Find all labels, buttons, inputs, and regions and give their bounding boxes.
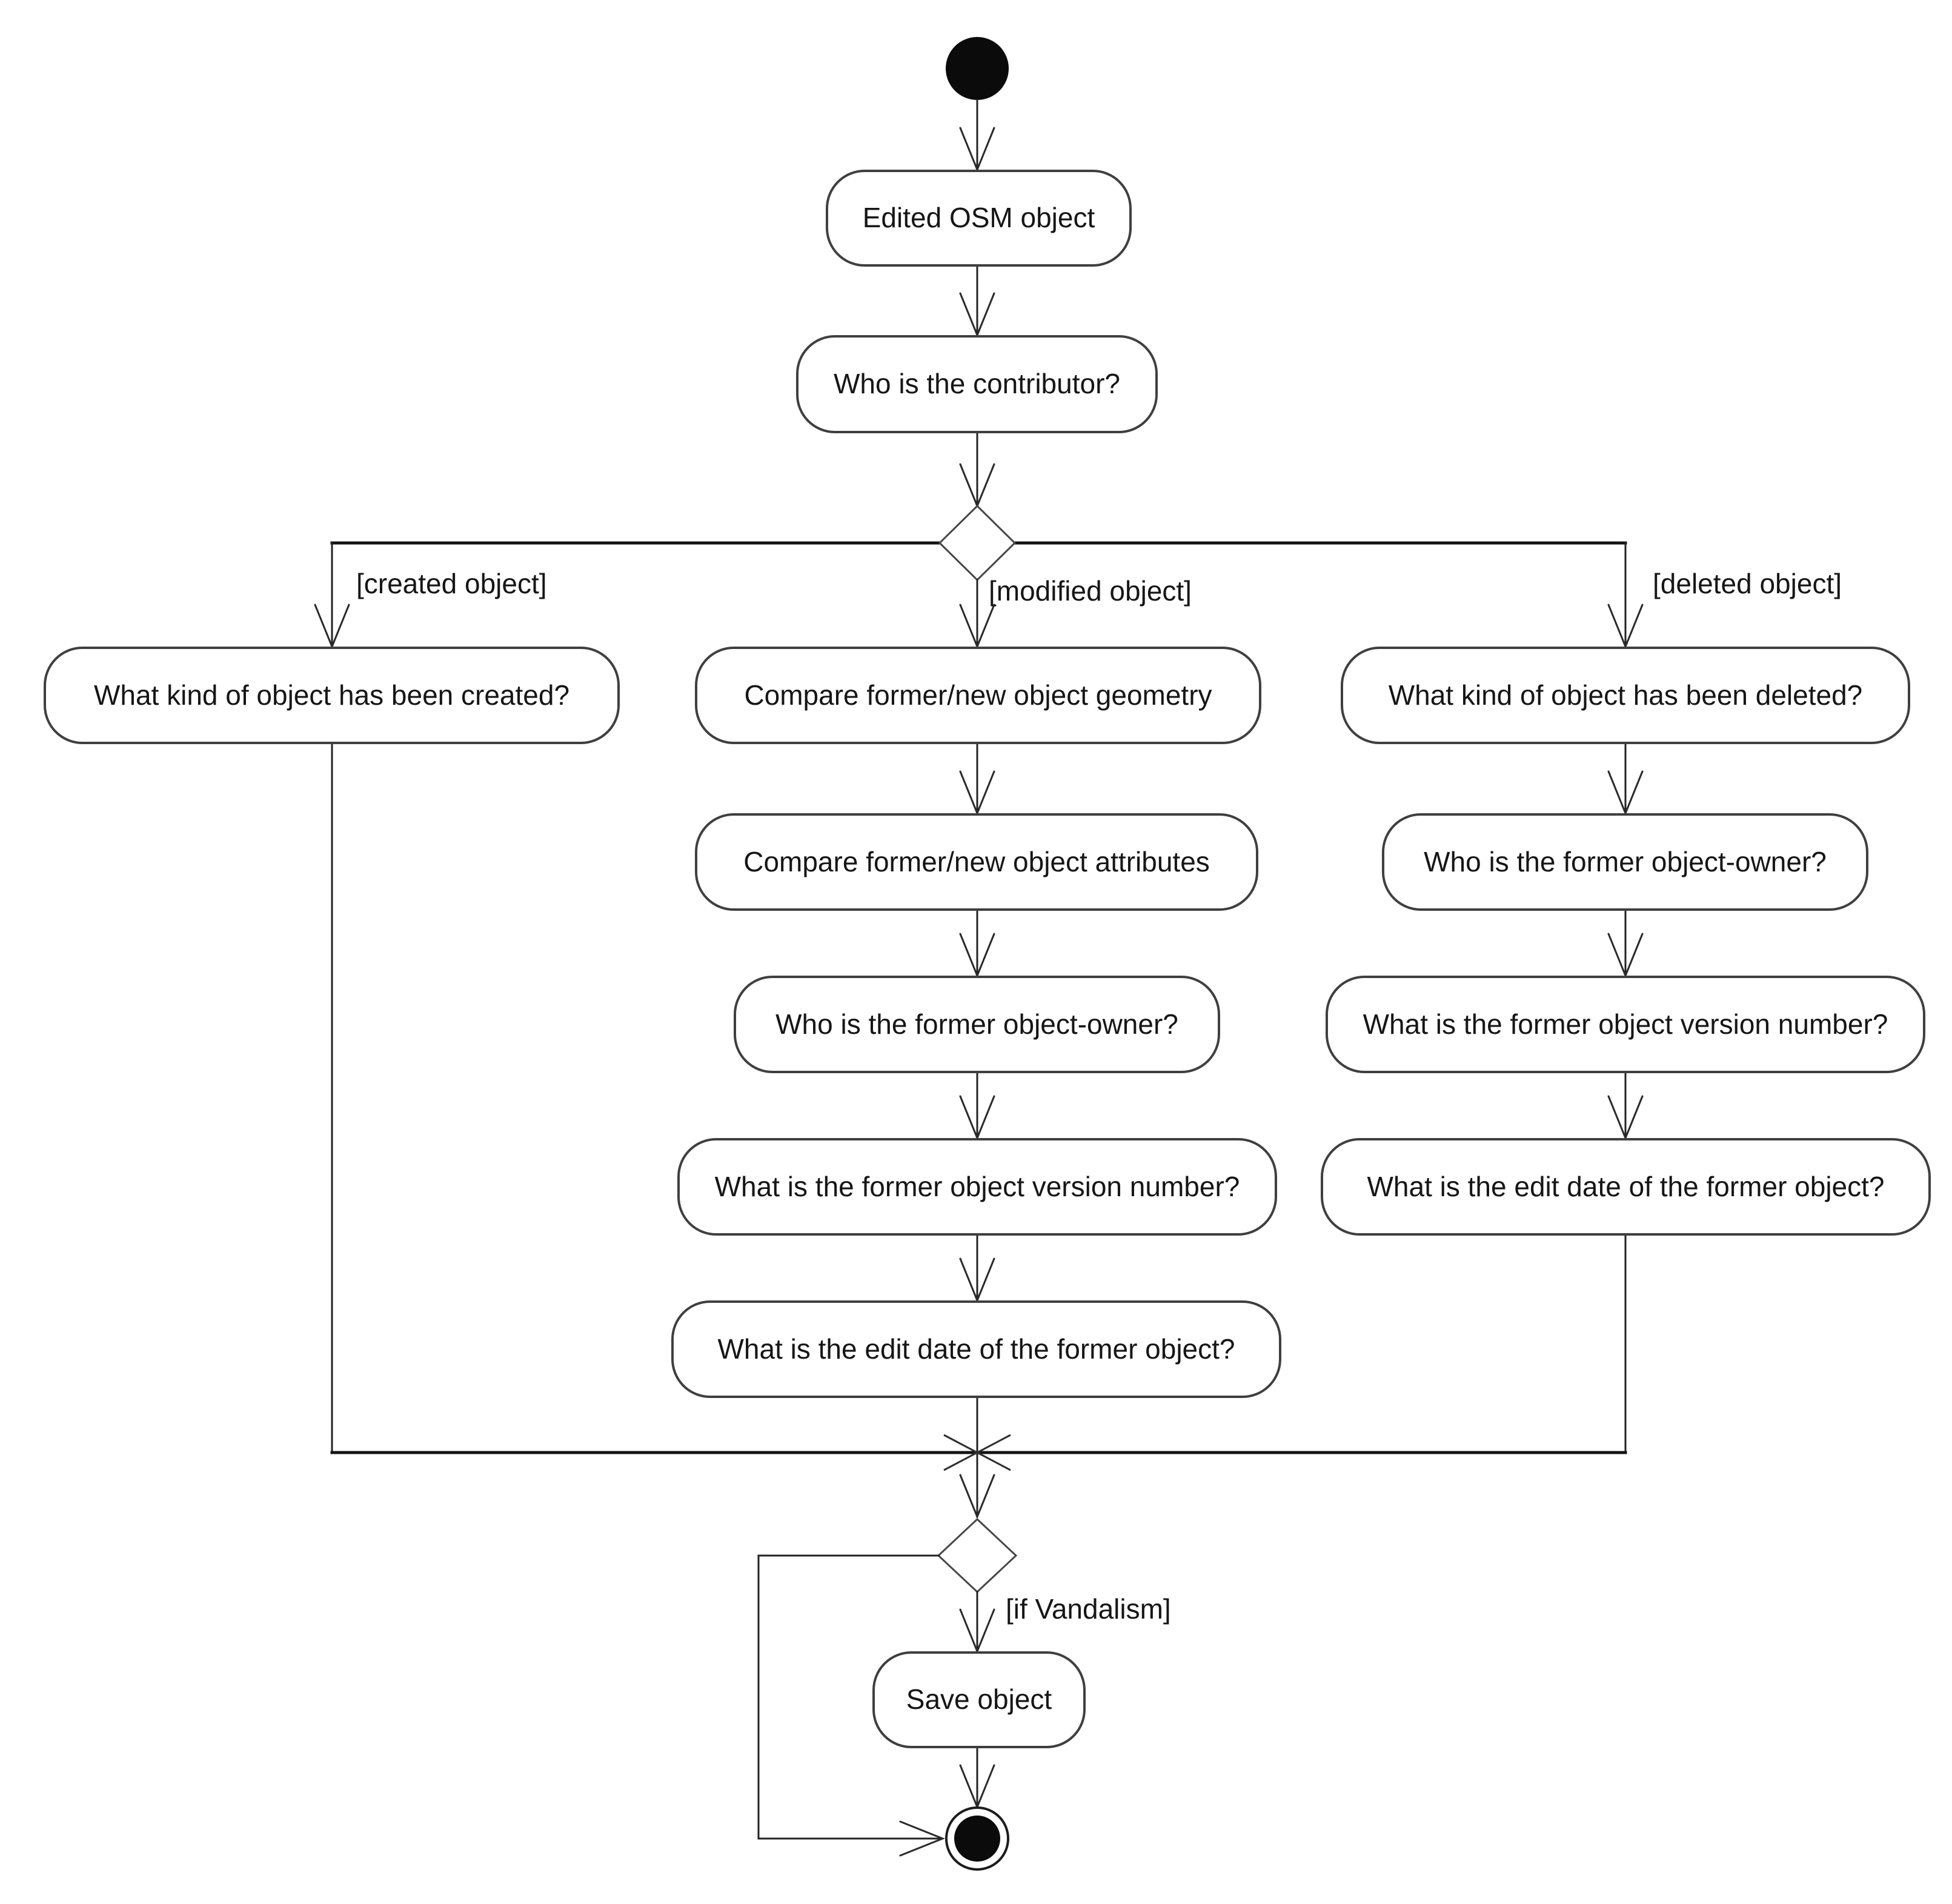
guard-created-object: [created object]	[356, 568, 547, 599]
final-node	[954, 1816, 1000, 1862]
guard-deleted-object: [deleted object]	[1653, 568, 1842, 599]
activity-deleted-edit-date: What is the edit date of the former obje…	[1321, 1138, 1931, 1236]
activity-deleted-former-owner: Who is the former object-owner?	[1382, 813, 1868, 911]
activity-created-what-kind: What kind of object has been created?	[44, 647, 620, 744]
activity-deleted-what-kind: What kind of object has been deleted?	[1341, 647, 1910, 744]
arrowhead-right-icon	[899, 1820, 946, 1857]
activity-compare-geometry: Compare former/new object geometry	[695, 647, 1261, 744]
arrowhead-down-icon	[959, 1474, 995, 1519]
activity-compare-attributes: Compare former/new object attributes	[695, 813, 1258, 911]
activity-modified-edit-date: What is the edit date of the former obje…	[671, 1300, 1281, 1398]
activity-who-is-contributor: Who is the contributor?	[796, 335, 1158, 433]
decision-diamond-vandalism	[937, 1517, 1018, 1594]
initial-node	[946, 37, 1009, 100]
merge-cross-icon	[943, 1434, 1011, 1471]
decision-diamond-edit-type	[938, 504, 1017, 582]
activity-modified-former-owner: Who is the former object-owner?	[734, 976, 1220, 1073]
guard-modified-object: [modified object]	[989, 575, 1192, 607]
activity-edited-osm-object: Edited OSM object	[826, 170, 1132, 267]
activity-deleted-version-number: What is the former object version number…	[1326, 976, 1925, 1073]
activity-modified-version-number: What is the former object version number…	[677, 1138, 1277, 1236]
guard-if-vandalism: [if Vandalism]	[1006, 1593, 1171, 1625]
flow-bypass-to-final	[757, 1554, 941, 1840]
activity-save-object: Save object	[872, 1651, 1086, 1748]
